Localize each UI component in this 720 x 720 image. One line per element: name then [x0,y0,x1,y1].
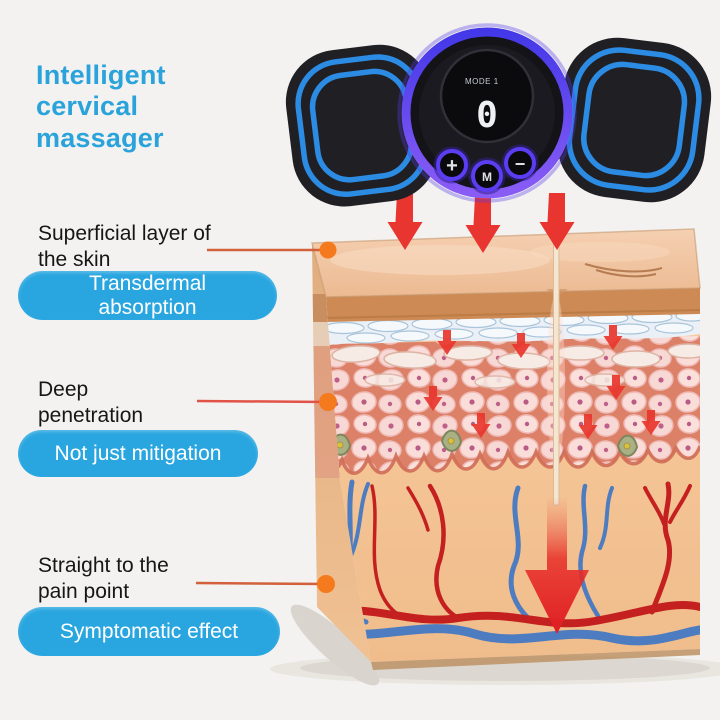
artery-main [326,601,700,628]
massager-device: MODE 1 0 + M − [285,23,712,207]
blood-vessels [326,479,700,646]
mode-button-icon: M [482,170,492,184]
label-superficial-layer: Superficial layer of the skin [38,222,211,271]
display-digit: 0 [476,95,498,136]
product-title: Intelligent cervical massager [36,60,166,153]
leader-dot-pain [317,575,335,593]
left-electrode-pad [285,44,439,207]
deep-penetration-arrow [525,498,589,634]
skin-block-front-face [326,287,700,662]
benefit-pill-transdermal: Transdermal absorption [18,271,277,320]
cell-layer [326,336,700,474]
device-display [439,48,535,144]
benefit-pill-text: Not just mitigation [54,441,222,465]
vein-main [326,624,700,646]
label-pain-point: Straight to the pain point [38,554,169,603]
benefit-pill-text: Transdermal absorption [88,272,207,319]
control-disc: MODE 1 0 + M − [397,23,577,203]
penetration-beam [525,242,589,634]
block-bottom-rim [371,649,700,670]
skin-block-top-face [311,228,701,298]
leader-dot-deep [319,393,337,411]
plus-button-icon: + [446,155,458,177]
label-deep-penetration: Deep penetration [38,378,144,427]
mode-label: MODE 1 [465,77,499,86]
device-buttons: + M − [433,144,539,195]
absorption-arrows [423,325,661,439]
leader-lines [195,241,337,593]
cone-cells [329,429,639,457]
leader-dot-superficial [319,241,337,259]
benefit-pill-mitigation: Not just mitigation [18,430,258,477]
right-electrode-pad [557,37,712,203]
benefit-pill-symptomatic: Symptomatic effect [18,607,280,656]
benefit-pill-text: Symptomatic effect [59,619,239,643]
skin-crease [584,263,663,278]
flat-cells [331,343,700,389]
massage-arrows [387,193,575,253]
minus-button-icon: − [515,154,526,174]
